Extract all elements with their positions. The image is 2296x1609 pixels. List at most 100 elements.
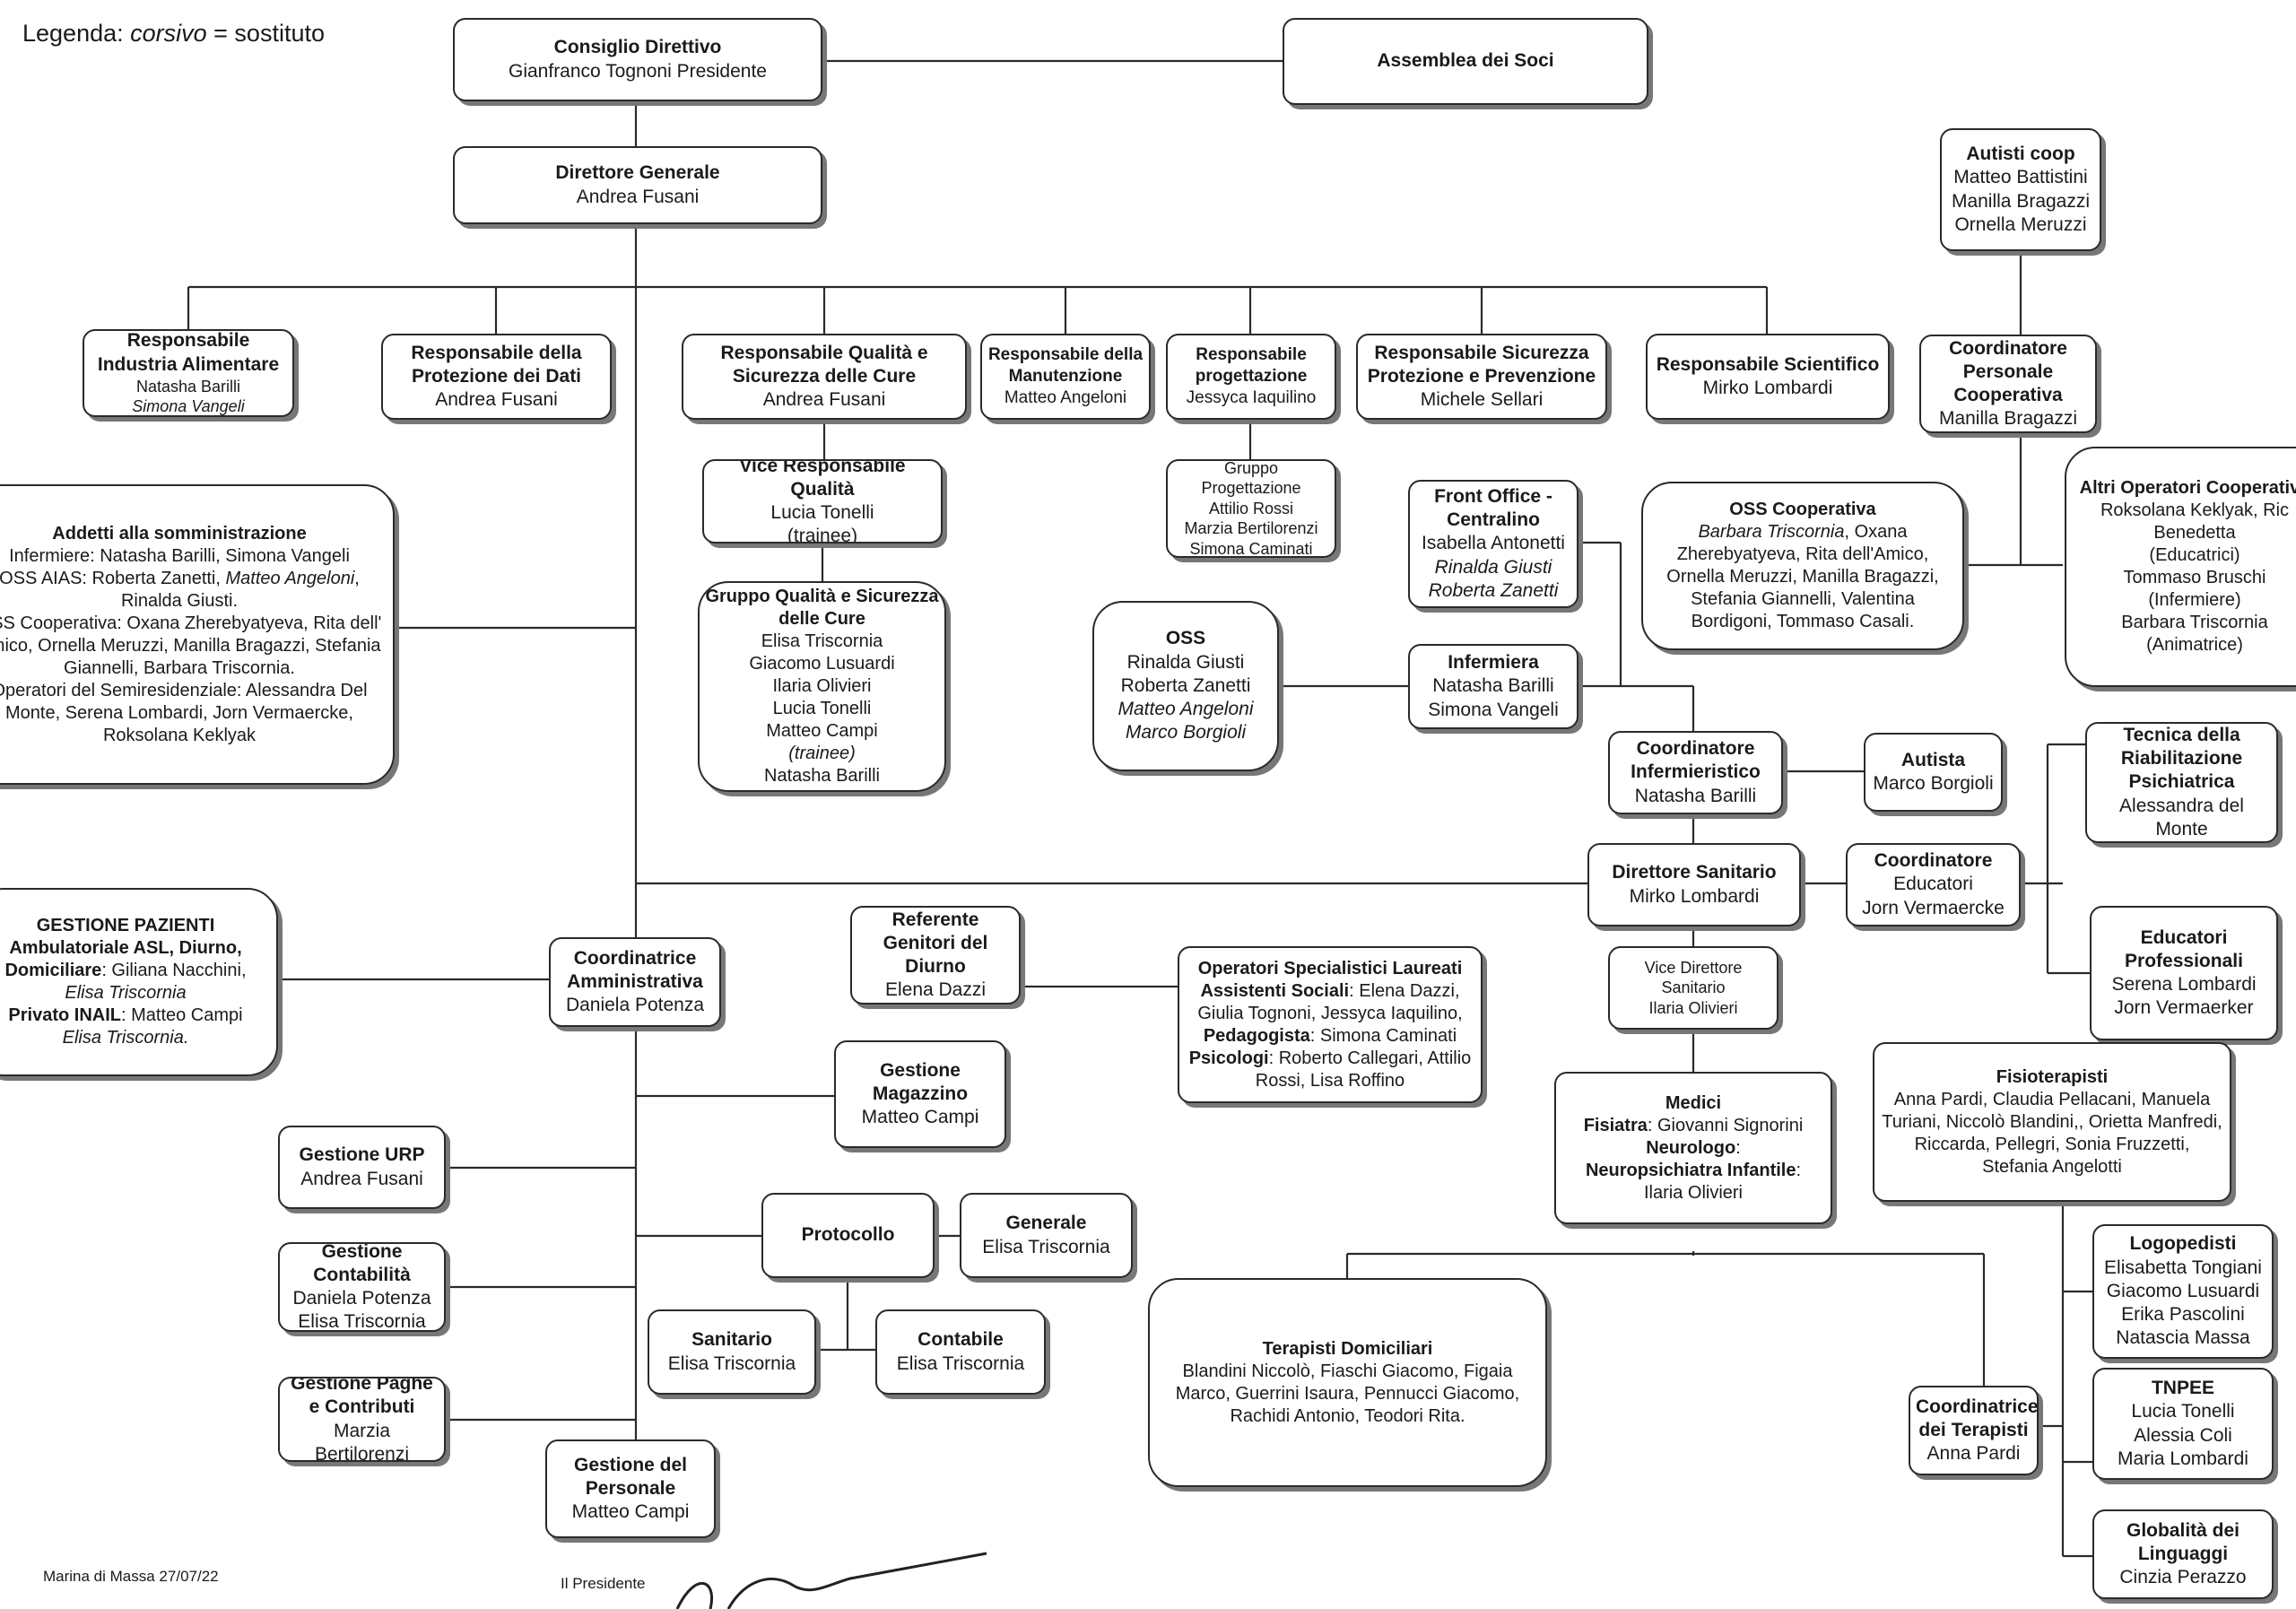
- direttore-generale-box: Direttore Generale Andrea Fusani: [453, 146, 822, 224]
- gestione-urp-box: Gestione URP Andrea Fusani: [278, 1126, 446, 1209]
- box-title: Front Office - Centralino: [1434, 485, 1552, 531]
- box-line-substitute: Rinalda Giusti: [1434, 556, 1552, 578]
- box-line: Pedagogista: [1203, 1025, 1310, 1046]
- resp-protezione-dati-box: Responsabile della Protezione dei Dati A…: [381, 334, 612, 420]
- box-line: Elisa Triscornia: [761, 631, 883, 651]
- box-line: Cinzia Perazzo: [2119, 1567, 2247, 1588]
- box-line: Attilio Rossi: [1208, 499, 1294, 517]
- box-line: Maria Lombardi: [2118, 1448, 2248, 1469]
- coord-personale-coop-box: Coordinatore Personale Cooperativa Manil…: [1919, 335, 2097, 433]
- box-line: Simona Caminati: [1189, 539, 1313, 558]
- box-line: Daniela Potenza: [565, 995, 705, 1016]
- box-line: Infermiere: Natasha Barilli, Simona Vang…: [9, 545, 350, 566]
- box-title: Responsabile progettazione: [1195, 345, 1308, 387]
- place-date: Marina di Massa 27/07/22: [43, 1568, 219, 1585]
- box-title: Direttore Sanitario: [1612, 862, 1777, 883]
- legend-italic-word: corsivo: [130, 20, 207, 47]
- gestione-pazienti-box: GESTIONE PAZIENTI Ambulatoriale ASL, Diu…: [0, 888, 278, 1076]
- box-line: Gianfranco Tognoni Presidente: [509, 60, 767, 82]
- box-title: Tecnica della Riabilitazione Psichiatric…: [2120, 724, 2243, 793]
- box-title: Responsabile della Protezione dei Dati: [411, 342, 582, 387]
- resp-industria-box: Responsabile Industria Alimentare Natash…: [83, 329, 294, 417]
- box-title: Gestione Paghe e Contributi: [291, 1377, 433, 1418]
- autisti-coop-box: Autisti coop Matteo Battistini Manilla B…: [1940, 128, 2101, 251]
- resp-sicurezza-box: Responsabile Sicurezza Protezione e Prev…: [1356, 334, 1607, 420]
- box-line: Assistenti Sociali: [1200, 980, 1350, 1001]
- box-line: Ambulatoriale ASL, Diurno,: [9, 938, 242, 958]
- box-line: Elisa Triscornia: [298, 1311, 426, 1332]
- terapisti-domiciliari-box: Terapisti Domiciliari Blandini Niccolò, …: [1148, 1278, 1547, 1487]
- box-title: Educatori Professionali: [2125, 926, 2243, 971]
- box-line: Giacomo Lusuardi: [2106, 1280, 2260, 1301]
- box-line: OSS AIAS: Roberta Zanetti,: [0, 568, 226, 588]
- box-line: Daniela Potenza: [292, 1288, 431, 1309]
- box-line: Andrea Fusani: [300, 1168, 423, 1189]
- sanitario-box: Sanitario Elisa Triscornia: [648, 1309, 816, 1395]
- box-line: :: [1796, 1160, 1802, 1180]
- box-title: Terapisti Domiciliari: [1262, 1338, 1433, 1359]
- box-line: Natasha Barilli: [1432, 675, 1554, 697]
- box-title: Coordinatore Personale Cooperativa: [1949, 337, 2067, 406]
- box-title: Responsabile Sicurezza Protezione e Prev…: [1367, 342, 1596, 387]
- oss-box: OSS Rinalda Giusti Roberta Zanetti Matte…: [1092, 601, 1279, 771]
- box-line: Serena Lombardi: [2111, 974, 2257, 995]
- box-line: Elisa Triscornia: [896, 1352, 1025, 1374]
- box-line: Operatori del Semiresidenziale: Alessand…: [0, 680, 368, 745]
- box-title: Sanitario: [691, 1329, 772, 1351]
- box-line: Elena Dazzi: [884, 979, 987, 1001]
- coord-terapisti-box: Coordinatrice dei Terapisti Anna Pardi: [1909, 1386, 2039, 1475]
- box-line: : Simona Caminati: [1309, 1025, 1457, 1046]
- box-title: Fisioterapisti: [1996, 1066, 2109, 1087]
- box-title: Autisti coop: [1966, 144, 2075, 164]
- box-title: Contabile: [918, 1329, 1004, 1351]
- box-line: , Oxana Zherebyatyeva, Rita dell'Amico, …: [1666, 522, 1939, 631]
- box-title: Infermiera: [1448, 652, 1539, 674]
- assemblea-soci-box: Assemblea dei Soci: [1283, 18, 1648, 105]
- box-line-substitute: Marco Borgioli: [1125, 722, 1247, 744]
- box-line: Anna Pardi: [1926, 1443, 2021, 1465]
- gestione-paghe-box: Gestione Paghe e Contributi Marzia Berti…: [278, 1377, 446, 1462]
- box-title: Gestione URP: [299, 1144, 425, 1166]
- box-line: : Elena Dazzi, Giulia Tognoni, Jessyca I…: [1197, 980, 1463, 1023]
- gruppo-qualita-box: Gruppo Qualità e Sicurezza delle Cure El…: [698, 581, 946, 792]
- logopedisti-box: Logopedisti Elisabetta Tongiani Giacomo …: [2092, 1224, 2274, 1359]
- box-line: Anna Pardi, Claudia Pellacani, Manuela T…: [1882, 1089, 2222, 1177]
- box-line: Matteo Battistini: [1953, 167, 2088, 188]
- box-line: Rinalda Giusti.: [120, 590, 239, 611]
- box-line: : Giovanni Signorini: [1647, 1115, 1804, 1135]
- box-line: Ilaria Olivieri: [1648, 998, 1738, 1017]
- box-line-substitute: Roberta Zanetti: [1428, 579, 1559, 601]
- resp-progettazione-box: Responsabile progettazione Jessyca Iaqui…: [1166, 334, 1336, 420]
- gestione-contabilita-box: Gestione Contabilità Daniela Potenza Eli…: [278, 1242, 446, 1332]
- generale-box: Generale Elisa Triscornia: [960, 1193, 1133, 1278]
- box-line: Marzia Bertilorenzi: [1184, 519, 1318, 538]
- box-title: Coordinatrice dei Terapisti: [1916, 1396, 2039, 1440]
- globalita-linguaggi-box: Globalità dei Linguaggi Cinzia Perazzo: [2092, 1509, 2274, 1599]
- box-line: Fisiatra: [1583, 1115, 1648, 1135]
- box-line: Elisa Triscornia: [982, 1236, 1110, 1257]
- box-line: Barbara Triscornia: [2121, 613, 2268, 632]
- signature: [675, 1552, 987, 1609]
- box-title: Vice Responsabile Qualità: [739, 459, 906, 500]
- box-line-substitute: Simona Vangeli: [132, 397, 245, 416]
- box-title: Gruppo Qualità e Sicurezza delle Cure: [705, 587, 939, 629]
- resp-qualita-box: Responsabile Qualità e Sicurezza delle C…: [682, 334, 967, 420]
- box-title: Gruppo Progettazione: [1201, 459, 1301, 498]
- box-line: Matteo Campi: [861, 1107, 979, 1128]
- educatori-professionali-box: Educatori Professionali Serena Lombardi …: [2090, 906, 2278, 1040]
- coord-educatori-box: Coordinatore Educatori Jorn Vermaercke: [1846, 843, 2021, 926]
- box-title: Responsabile Scientifico: [1656, 353, 1880, 375]
- addetti-somministrazione-box: Addetti alla somministrazione Infermiere…: [0, 484, 395, 785]
- box-title: Gestione Contabilità: [313, 1242, 411, 1285]
- box-line: Lucia Tonelli: [770, 502, 874, 523]
- box-title: Coordinatore: [1874, 850, 1993, 872]
- box-line: Domiciliare: [4, 961, 102, 980]
- box-title: Consiglio Direttivo: [553, 37, 722, 58]
- front-office-box: Front Office - Centralino Isabella Anton…: [1408, 480, 1578, 608]
- fisioterapisti-box: Fisioterapisti Anna Pardi, Claudia Pella…: [1873, 1042, 2231, 1202]
- box-title: TNPEE: [2151, 1378, 2214, 1398]
- box-line-substitute: Matteo Angeloni: [1118, 699, 1254, 720]
- legend-suffix: = sostituto: [206, 20, 325, 47]
- box-line: Andrea Fusani: [762, 389, 886, 411]
